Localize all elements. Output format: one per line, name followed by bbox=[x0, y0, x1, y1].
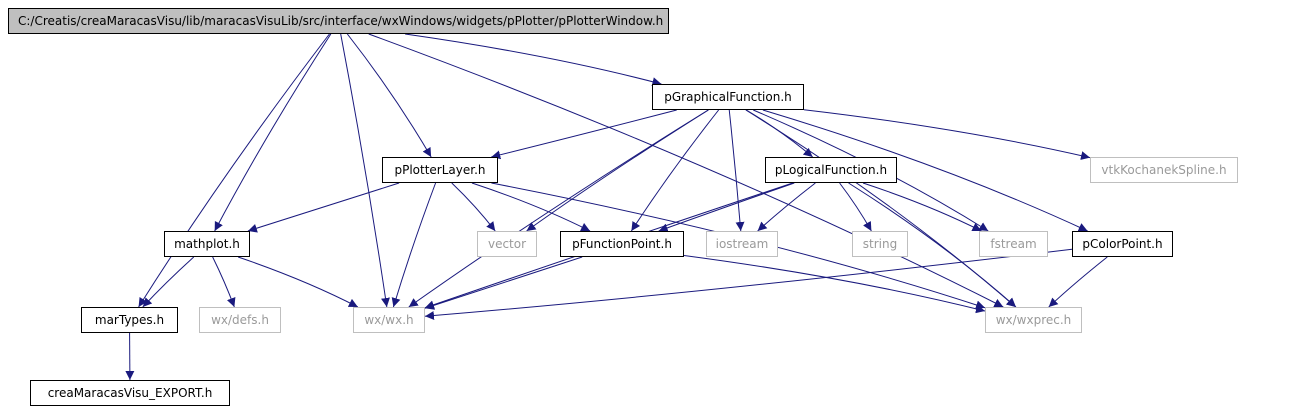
node-label: wx/defs.h bbox=[211, 313, 269, 327]
edge-pGraphicalFunction-to-iostream bbox=[728, 109, 745, 232]
edge-root-to-wxwx bbox=[340, 33, 390, 308]
node-label: fstream bbox=[990, 237, 1037, 251]
edge-pLogicalFunction-to-iostream bbox=[757, 182, 816, 232]
node-label: marTypes.h bbox=[94, 313, 165, 327]
node-pPlotterWindow[interactable]: C:/Creatis/creaMaracasVisu/lib/maracasVi… bbox=[8, 8, 669, 34]
node-label: pGraphicalFunction.h bbox=[664, 90, 792, 104]
edge-pPlotterLayer-to-pFunctionPoint bbox=[471, 182, 591, 232]
node-label: C:/Creatis/creaMaracasVisu/lib/maracasVi… bbox=[18, 14, 664, 28]
edge-pLogicalFunction-to-string bbox=[839, 182, 872, 232]
node-label: vtkKochanekSpline.h bbox=[1101, 163, 1227, 177]
edge-pGraphicalFunction-to-pPlotterLayer bbox=[491, 109, 677, 160]
node-wx-wxprec[interactable]: wx/wxprec.h bbox=[985, 307, 1082, 333]
node-label: pLogicalFunction.h bbox=[774, 163, 888, 177]
node-mathplot[interactable]: mathplot.h bbox=[164, 231, 250, 257]
node-label: wx/wxprec.h bbox=[995, 313, 1072, 327]
node-pColorPoint[interactable]: pColorPoint.h bbox=[1072, 231, 1173, 257]
node-string[interactable]: string bbox=[852, 231, 908, 257]
edge-mathplot-to-marTypes bbox=[142, 256, 195, 308]
node-label: pColorPoint.h bbox=[1082, 237, 1163, 251]
edge-pGraphicalFunction-to-wxprec bbox=[745, 109, 1017, 308]
node-creaMaracasVisu-EXPORT[interactable]: creaMaracasVisu_EXPORT.h bbox=[30, 380, 230, 406]
edge-pGraphicalFunction-to-wxwx bbox=[408, 109, 709, 308]
node-pPlotterLayer[interactable]: pPlotterLayer.h bbox=[382, 157, 498, 183]
edge-pPlotterLayer-to-mathplot bbox=[247, 182, 400, 233]
node-wx-wx[interactable]: wx/wx.h bbox=[353, 307, 425, 333]
edge-root-to-pPlotterLayer bbox=[346, 33, 432, 158]
edge-pGraphicalFunction-to-vtkKochanekSpline bbox=[803, 109, 1091, 160]
node-label: pPlotterLayer.h bbox=[394, 163, 486, 177]
edge-root-to-mathplot bbox=[214, 33, 332, 232]
edge-pPlotterLayer-to-vector bbox=[451, 182, 496, 232]
node-label: iostream bbox=[715, 237, 769, 251]
node-pLogicalFunction[interactable]: pLogicalFunction.h bbox=[765, 157, 897, 183]
node-vtkKochanekSpline[interactable]: vtkKochanekSpline.h bbox=[1090, 157, 1238, 183]
node-pFunctionPoint[interactable]: pFunctionPoint.h bbox=[560, 231, 684, 257]
edge-pColorPoint-to-wxprec bbox=[1048, 256, 1108, 308]
node-pGraphicalFunction[interactable]: pGraphicalFunction.h bbox=[652, 84, 804, 110]
edge-pFunctionPoint-to-wxprec bbox=[683, 254, 986, 314]
node-label: mathplot.h bbox=[174, 237, 240, 251]
node-label: vector bbox=[487, 237, 527, 251]
node-wx-defs[interactable]: wx/defs.h bbox=[199, 307, 281, 333]
edge-pPlotterLayer-to-wxwx bbox=[391, 182, 437, 308]
node-marTypes[interactable]: marTypes.h bbox=[81, 307, 178, 333]
edge-pFunctionPoint-to-wxwx bbox=[424, 256, 583, 310]
node-label: pFunctionPoint.h bbox=[572, 237, 672, 251]
node-label: creaMaracasVisu_EXPORT.h bbox=[47, 386, 213, 400]
edge-mathplot-to-wxdefs bbox=[212, 256, 236, 308]
node-vector[interactable]: vector bbox=[477, 231, 537, 257]
edge-pLogicalFunction-to-pFunctionPoint bbox=[658, 182, 795, 233]
node-label: wx/wx.h bbox=[364, 313, 414, 327]
edge-pColorPoint-to-wxwx bbox=[424, 248, 1073, 321]
edge-pLogicalFunction-to-wxprec bbox=[848, 182, 1017, 308]
edge-pGraphicalFunction-to-vector bbox=[526, 109, 709, 232]
edge-pGraphicalFunction-to-pFunctionPoint bbox=[630, 109, 720, 232]
edge-root-to-wxprec bbox=[368, 33, 1004, 308]
node-label: string bbox=[862, 237, 898, 251]
node-fstream[interactable]: fstream bbox=[979, 231, 1048, 257]
edge-root-to-marTypes bbox=[138, 33, 330, 308]
edge-root-to-pGraphicalFunction bbox=[405, 33, 662, 87]
edge-mathplot-to-wxwx bbox=[237, 256, 359, 308]
edge-pLogicalFunction-to-fstream bbox=[862, 182, 982, 232]
edge-pGraphicalFunction-to-pColorPoint bbox=[762, 109, 1088, 232]
node-iostream[interactable]: iostream bbox=[706, 231, 778, 257]
